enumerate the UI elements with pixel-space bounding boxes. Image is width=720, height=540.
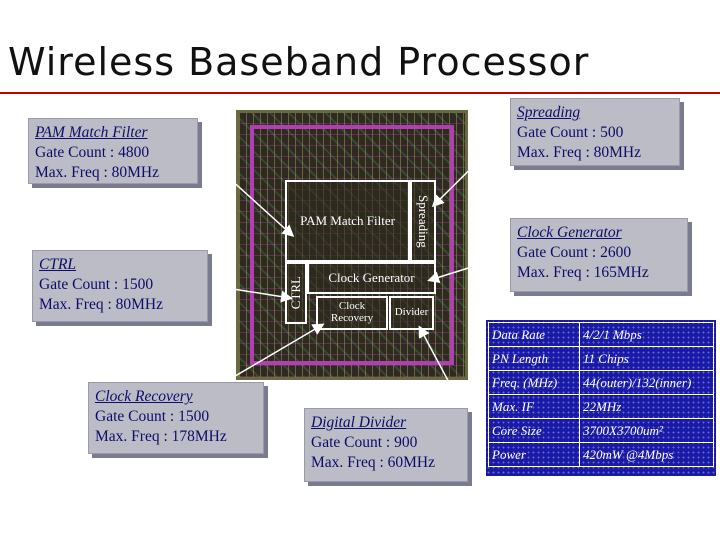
spec-row: PN Length 11 Chips — [488, 346, 714, 371]
leader-spreading — [431, 129, 511, 208]
callout-spreading: Spreading Gate Count : 500 Max. Freq : 8… — [510, 98, 680, 166]
callout-digital-divider: Digital Divider Gate Count : 900 Max. Fr… — [304, 408, 468, 482]
leader-pam — [197, 149, 295, 238]
die-block-clock-recovery: Clock Recovery — [316, 296, 388, 330]
spec-value: 44(outer)/132(inner) — [579, 370, 714, 395]
spec-label: PN Length — [488, 346, 580, 371]
spec-row: Power 420mW @4Mbps — [488, 442, 714, 467]
leader-ctrl — [207, 284, 293, 303]
callout-max-freq: Max. Freq : 165MHz — [517, 264, 649, 281]
callout-title: Spreading — [517, 104, 581, 121]
die-block-divider: Divider — [389, 296, 434, 330]
spec-label: Freq. (MHz) — [488, 370, 580, 395]
die-block-label: Clock Recovery — [330, 300, 374, 324]
spec-value: 22MHz — [579, 394, 714, 419]
callout-title: Digital Divider — [311, 414, 407, 431]
callout-title: Clock Generator — [517, 224, 622, 241]
die-block-pam-match-filter: PAM Match Filter — [285, 180, 410, 262]
callout-max-freq: Max. Freq : 80MHz — [39, 296, 163, 313]
callout-gate-count: Gate Count : 900 — [311, 434, 418, 451]
chip-power-ring — [250, 125, 454, 365]
spec-label: Power — [488, 442, 580, 467]
leader-clock-recovery — [224, 323, 325, 383]
spec-value: 3700X3700um² — [579, 418, 714, 443]
callout-title: Clock Recovery — [95, 388, 193, 405]
spec-table: Data Rate 4/2/1 Mbps PN Length 11 Chips … — [488, 322, 714, 467]
spec-row: Max. IF 22MHz — [488, 394, 714, 419]
spec-value: 420mW @4Mbps — [579, 442, 714, 467]
die-block-label: Divider — [394, 306, 429, 319]
spec-value: 11 Chips — [579, 346, 714, 371]
callout-title: PAM Match Filter — [35, 124, 148, 141]
spec-row: Freq. (MHz) 44(outer)/132(inner) — [488, 370, 714, 395]
slide-title: Wireless Baseband Processor — [8, 40, 590, 84]
callout-gate-count: Gate Count : 1500 — [39, 276, 154, 293]
title-divider — [0, 92, 720, 94]
callout-ctrl: CTRL Gate Count : 1500 Max. Freq : 80MHz — [32, 250, 208, 322]
die-block-label: Clock Generator — [328, 270, 415, 286]
leader-digital-divider — [418, 325, 469, 419]
callout-title: CTRL — [39, 256, 77, 273]
callout-gate-count: Gate Count : 500 — [517, 124, 624, 141]
callout-max-freq: Max. Freq : 80MHz — [517, 144, 641, 161]
callout-gate-count: Gate Count : 2600 — [517, 244, 632, 261]
callout-clock-generator: Clock Generator Gate Count : 2600 Max. F… — [510, 218, 688, 292]
callout-gate-count: Gate Count : 4800 — [35, 144, 150, 161]
callout-max-freq: Max. Freq : 80MHz — [35, 164, 159, 181]
spec-label: Max. IF — [488, 394, 580, 419]
die-block-label: Spreading — [415, 194, 431, 248]
spec-label: Data Rate — [488, 322, 580, 347]
leader-clock-generator — [427, 254, 511, 284]
spec-value: 4/2/1 Mbps — [579, 322, 714, 347]
callout-max-freq: Max. Freq : 178MHz — [95, 428, 227, 445]
callout-pam-match-filter: PAM Match Filter Gate Count : 4800 Max. … — [28, 118, 198, 184]
callout-gate-count: Gate Count : 1500 — [95, 408, 210, 425]
die-block-spreading: Spreading — [410, 180, 436, 262]
spec-row: Data Rate 4/2/1 Mbps — [488, 322, 714, 347]
spec-row: Core Size 3700X3700um² — [488, 418, 714, 443]
callout-clock-recovery: Clock Recovery Gate Count : 1500 Max. Fr… — [88, 382, 264, 454]
callout-max-freq: Max. Freq : 60MHz — [311, 454, 435, 471]
die-block-label: PAM Match Filter — [300, 213, 395, 229]
spec-label: Core Size — [488, 418, 580, 443]
